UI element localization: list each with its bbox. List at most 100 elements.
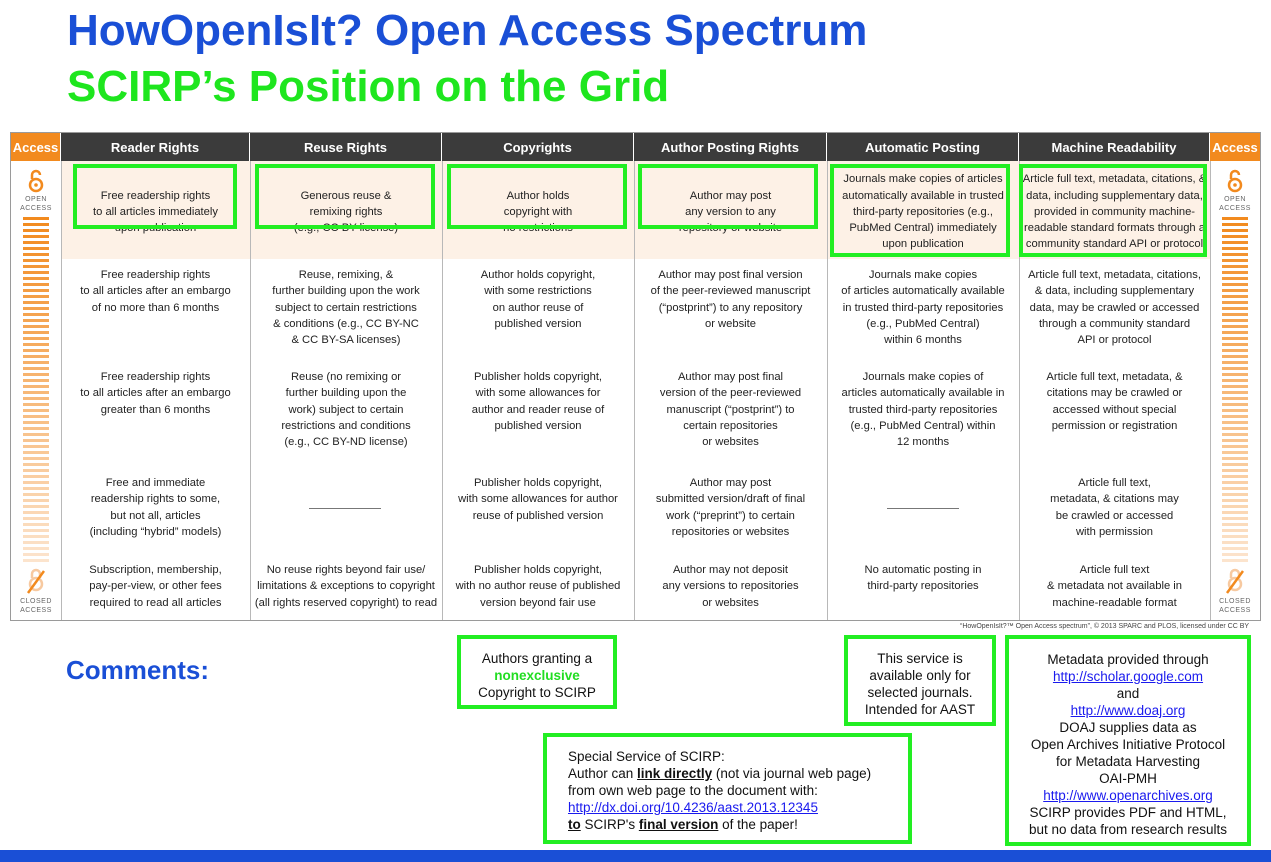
gradient-stripe [1222, 499, 1248, 502]
closed-lock-icon [26, 568, 46, 594]
gradient-stripe [23, 277, 49, 280]
gradient-stripe [23, 409, 49, 412]
scirp-position-author-posting [638, 164, 818, 229]
gradient-stripe [23, 463, 49, 466]
gradient-stripe [23, 307, 49, 310]
gradient-stripe [23, 361, 49, 364]
gradient-stripe [1222, 379, 1248, 382]
gradient-stripe [1222, 289, 1248, 292]
gradient-stripe [1222, 547, 1248, 550]
gradient-stripe [1222, 475, 1248, 478]
gradient-stripe [23, 337, 49, 340]
comment-text: Authors granting a [481, 651, 593, 666]
gradient-stripe [1222, 415, 1248, 418]
divider [250, 161, 251, 620]
gradient-stripe [23, 301, 49, 304]
gradient-stripe [1222, 457, 1248, 460]
gradient-stripe [23, 451, 49, 454]
gradient-stripe [23, 541, 49, 544]
open-access-label: OPEN ACCESS [20, 196, 52, 212]
gradient-stripe [23, 403, 49, 406]
grid-cell: Publisher holds copyright, with some all… [471, 371, 605, 432]
scholar-google-link[interactable]: http://scholar.google.com [1052, 669, 1204, 684]
gradient-stripe [1222, 319, 1248, 322]
closed-access-side-left: CLOSED ACCESS [17, 565, 55, 615]
gradient-stripe [23, 247, 49, 250]
closed-access-side-right: CLOSED ACCESS [1216, 565, 1254, 615]
comment-text: Author can link directly (not via journa… [568, 766, 872, 781]
grid-cell: Free readership rights to all articles a… [80, 371, 231, 416]
doi-link[interactable]: http://dx.doi.org/10.4236/aast.2013.1234… [568, 800, 818, 815]
doaj-link[interactable]: http://www.doaj.org [1070, 703, 1186, 718]
open-access-side-left: OPEN ACCESS [19, 169, 53, 213]
gradient-stripe [23, 445, 49, 448]
gradient-stripe [1222, 277, 1248, 280]
gradient-stripe [1222, 553, 1248, 556]
gradient-stripe [1222, 283, 1248, 286]
scirp-position-reader-rights [73, 164, 237, 229]
gradient-stripe [1222, 409, 1248, 412]
openarchives-link[interactable]: http://www.openarchives.org [1043, 788, 1213, 803]
gradient-stripe [23, 421, 49, 424]
gradient-stripe [23, 259, 49, 262]
closed-lock-icon [1225, 568, 1245, 594]
grid-cell: Article full text, metadata, citations, … [1028, 269, 1201, 347]
gradient-stripe [1222, 307, 1248, 310]
gradient-stripe [1222, 271, 1248, 274]
gradient-stripe [1222, 313, 1248, 316]
gradient-stripe [1222, 451, 1248, 454]
gradient-stripe [23, 271, 49, 274]
gradient-stripe [23, 493, 49, 496]
gradient-stripe [1222, 445, 1248, 448]
gradient-stripe [23, 481, 49, 484]
gradient-stripe [1222, 235, 1248, 238]
grid-cell: Author may not deposit any versions to r… [662, 564, 799, 609]
divider [1210, 161, 1211, 620]
gradient-stripe [23, 319, 49, 322]
gradient-stripe [1222, 505, 1248, 508]
grid-cell: Article full text, metadata, & citations… [1046, 371, 1183, 432]
gradient-stripe [1222, 385, 1248, 388]
gradient-stripe [1222, 391, 1248, 394]
gradient-stripe [1222, 253, 1248, 256]
gradient-stripe [23, 535, 49, 538]
empty-cell-dash [309, 508, 381, 509]
column-header-automatic-posting: Automatic Posting [827, 133, 1019, 161]
divider [442, 161, 443, 620]
gradient-stripe [23, 385, 49, 388]
grid-cell: Journals make copies of articles automat… [842, 173, 1004, 251]
gradient-stripes-left [23, 217, 49, 562]
page-title: HowOpenIsIt? Open Access Spectrum [67, 6, 868, 55]
comment-text: DOAJ supplies data as Open Archives Init… [1030, 720, 1226, 786]
gradient-stripe [1222, 535, 1248, 538]
comment-box-metadata: Metadata provided through http://scholar… [1005, 635, 1251, 846]
comment-text: Copyright to SCIRP [478, 685, 596, 700]
scirp-position-automatic-posting [830, 164, 1010, 257]
gradient-stripe [1222, 223, 1248, 226]
gradient-stripe [23, 283, 49, 286]
grid-cell: Author holds copyright, with some restri… [480, 269, 596, 330]
gradient-stripe [23, 391, 49, 394]
gradient-stripe [1222, 217, 1248, 220]
column-header-copyrights: Copyrights [442, 133, 634, 161]
gradient-stripe [23, 529, 49, 532]
gradient-stripe [1222, 343, 1248, 346]
grid-cell: Journals make copies of articles automat… [841, 269, 1005, 347]
gradient-stripe [1222, 463, 1248, 466]
gradient-stripe [1222, 481, 1248, 484]
grid-cell: Article full text, metadata, citations, … [1022, 173, 1207, 251]
column-header-machine-readability: Machine Readability [1019, 133, 1210, 161]
grid-cell: Subscription, membership, pay-per-view, … [89, 564, 222, 609]
gradient-stripe [23, 547, 49, 550]
gradient-stripe [1222, 421, 1248, 424]
open-access-label: OPEN ACCESS [1219, 196, 1251, 212]
gradient-stripe [1222, 403, 1248, 406]
grid-cell: Journals make copies of articles automat… [841, 371, 1005, 449]
column-header-author-posting-rights: Author Posting Rights [634, 133, 827, 161]
gradient-stripe [1222, 229, 1248, 232]
empty-cell-dash [887, 508, 959, 509]
comment-text: Special Service of SCIRP: [568, 749, 725, 764]
gradient-stripe [23, 253, 49, 256]
grid-cell: Author may post final version of the pee… [650, 269, 811, 330]
gradient-stripe [23, 415, 49, 418]
